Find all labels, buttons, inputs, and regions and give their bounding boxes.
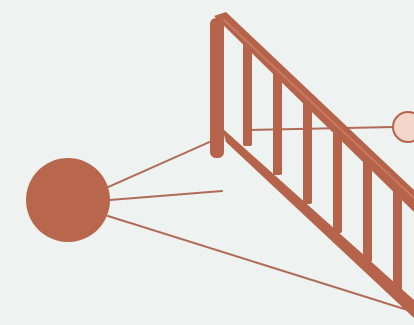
large-ball: [26, 158, 110, 242]
baluster: [363, 154, 372, 262]
baluster: [303, 98, 312, 204]
baluster: [273, 70, 282, 175]
newel-post: [210, 18, 224, 158]
baluster: [243, 42, 252, 146]
baluster: [393, 182, 402, 292]
small-ball: [393, 112, 414, 142]
baluster: [333, 126, 342, 233]
